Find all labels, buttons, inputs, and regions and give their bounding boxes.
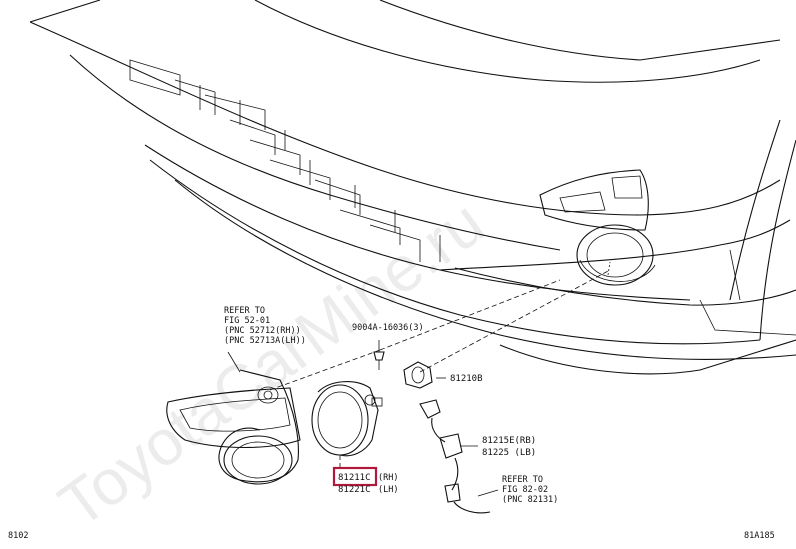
refer-bottom-line3: (PNC 82131) (502, 495, 558, 505)
fog-bezel-part (166, 369, 301, 485)
lamp-part-highlight (332, 466, 378, 487)
grille-drawing (129, 59, 441, 262)
refer-bottom-line2: FIG 82-02 (502, 485, 548, 495)
bulb-part (403, 361, 433, 389)
socket-harness-part (419, 399, 491, 514)
socket-lh-label[interactable]: 81225 (LB) (482, 448, 536, 458)
bulb-part-label[interactable]: 81210B (450, 374, 483, 384)
refer-top-line3: (PNC 52712(RH)) (224, 326, 301, 336)
lamp-lh-label[interactable]: 81221C (338, 485, 371, 495)
bumper-drawing (29, 0, 796, 375)
screw-part-label[interactable]: 9004A-16036(3) (352, 323, 424, 333)
refer-bottom-label: REFER TO FIG 82-02 (PNC 82131) (502, 475, 558, 505)
lamp-rh-suffix: (RH) (378, 473, 398, 483)
lamp-lh-suffix: (LH) (378, 485, 398, 495)
lamp-rh-label[interactable]: 81211C (338, 473, 371, 483)
refer-top-line4: (PNC 52713A(LH)) (224, 336, 306, 346)
socket-rh-label[interactable]: 81215E(RB) (482, 436, 536, 446)
refer-bottom-line1: REFER TO (502, 475, 543, 485)
fog-lamp-part (311, 381, 383, 457)
refer-top-line2: FIG 52-01 (224, 316, 270, 326)
leader-lines (227, 261, 611, 497)
screw-part (373, 351, 385, 370)
corner-left-code: 8102 (8, 531, 28, 541)
car-fog-bezel (539, 169, 656, 286)
refer-top-line1: REFER TO (224, 306, 265, 316)
corner-right-code: 81A185 (744, 531, 775, 541)
refer-top-label: REFER TO FIG 52-01 (PNC 52712(RH)) (PNC … (224, 306, 306, 346)
